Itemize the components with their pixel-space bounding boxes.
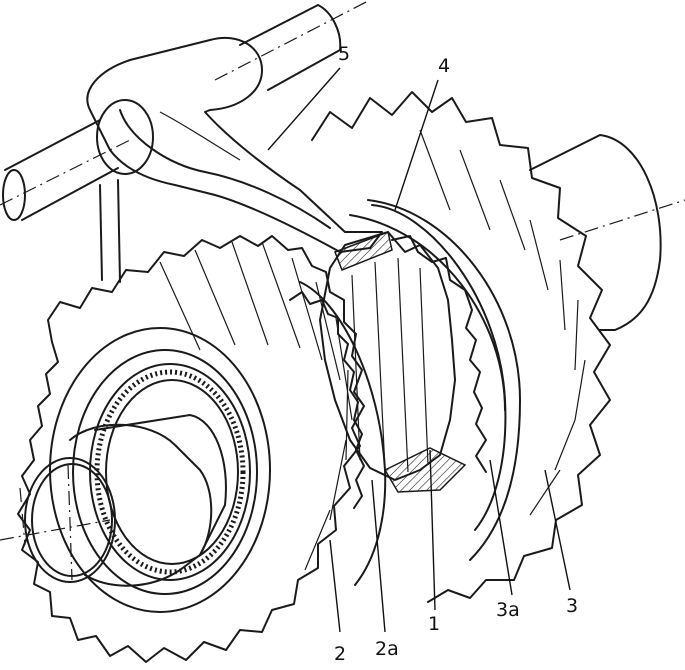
leader-3 [544, 469, 571, 591]
leader-lines [267, 67, 571, 633]
fork-legs [99, 179, 121, 283]
callout-2: 2 [334, 643, 346, 665]
callout-4: 4 [438, 55, 450, 77]
leader-1 [429, 449, 436, 611]
leader-5 [267, 67, 341, 151]
shift-rail [214, 0, 371, 91]
callout-5: 5 [338, 43, 350, 65]
main-shaft [0, 414, 227, 587]
callout-2a: 2a [375, 638, 399, 660]
leader-2a [371, 479, 386, 633]
callout-1: 1 [428, 613, 440, 635]
leader-2 [329, 539, 341, 633]
gear-2 [17, 235, 365, 663]
selector-fork [86, 37, 383, 253]
callout-3a: 3a [496, 599, 520, 621]
fork-shaft [0, 119, 131, 221]
callout-labels: 5 4 3 3a 1 2a 2 [334, 43, 578, 665]
needle-bearing [49, 327, 271, 613]
synchro-ring-2a [289, 281, 387, 586]
sliding-sleeve-1 [319, 230, 467, 493]
synchro-ring-3a [371, 204, 507, 531]
callout-3: 3 [566, 595, 578, 617]
leader-4 [394, 79, 439, 211]
gear-3 [311, 91, 685, 603]
leader-3a [489, 459, 513, 596]
